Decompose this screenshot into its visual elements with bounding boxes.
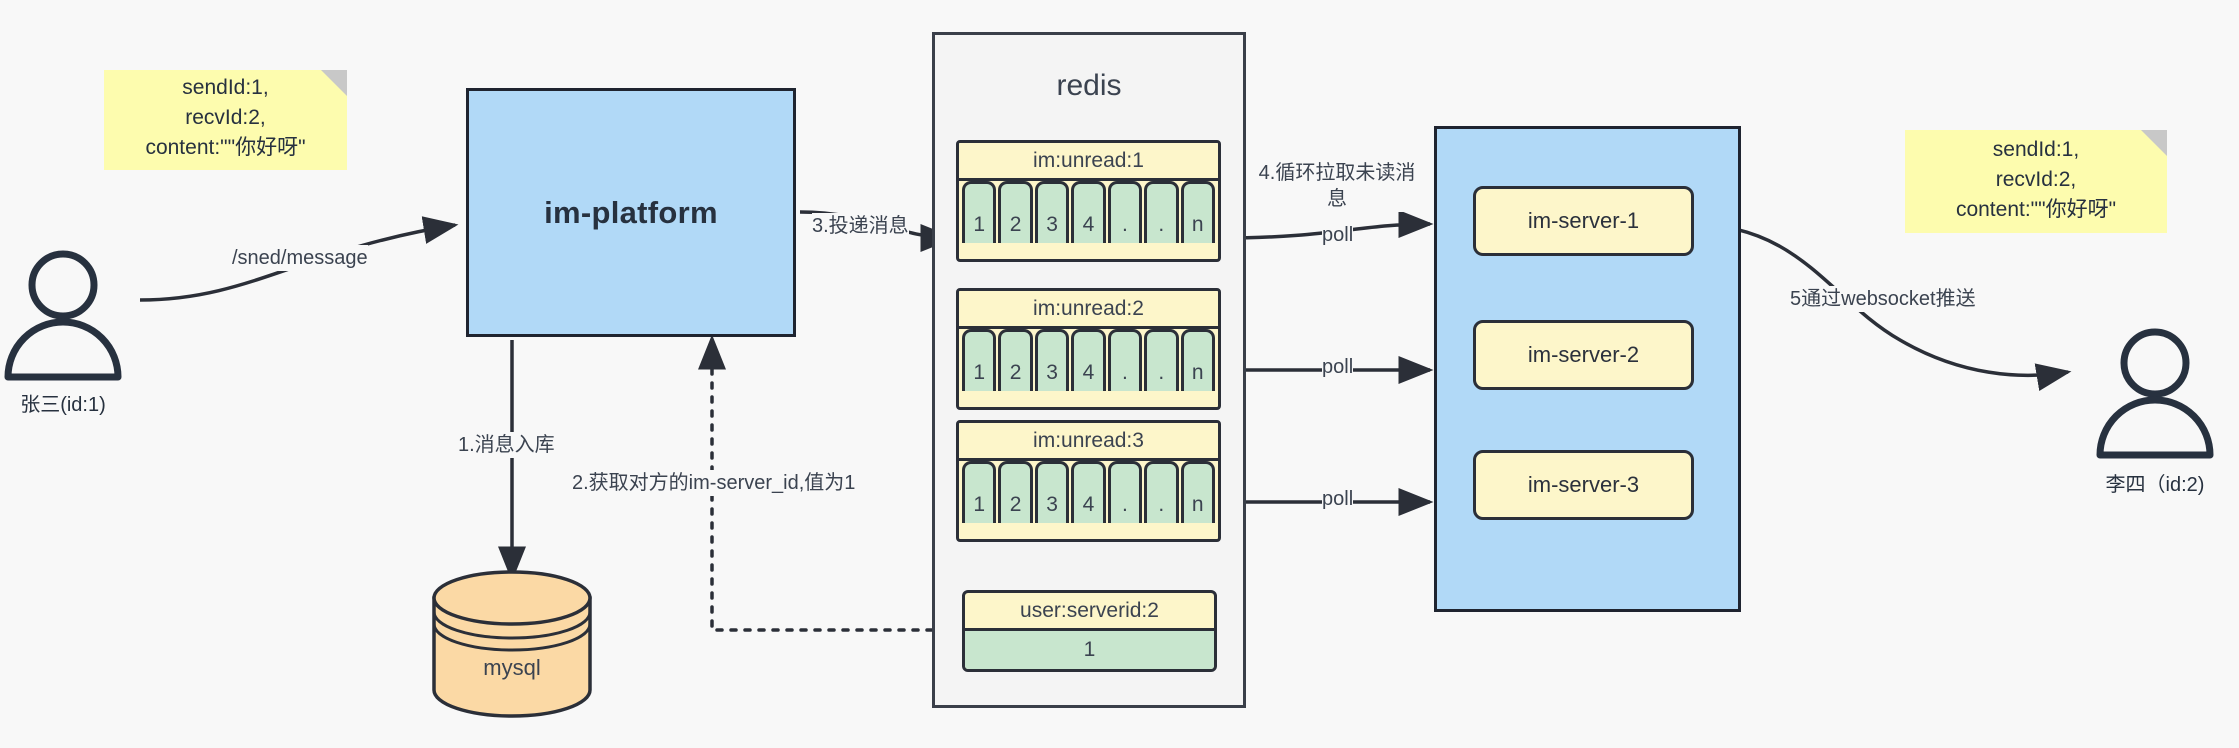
list-cell: 1 [962,461,997,523]
redis-key-group-im-unread-1[interactable]: im:unread:1 1 2 3 4 . . n [956,140,1221,262]
im-server-2-box[interactable]: im-server-2 [1473,320,1694,390]
list-cell: n [1180,181,1215,243]
note-fold-corner-icon [2141,130,2167,156]
list-cell: 3 [1034,181,1070,243]
edge-label-poll-1: poll [1322,222,1354,248]
list-cell: 2 [998,181,1033,243]
edge-label-poll-3: poll [1322,486,1354,512]
redis-key-group-im-unread-2[interactable]: im:unread:2 1 2 3 4 . . n [956,288,1221,410]
list-cell: n [1180,329,1215,391]
list-cell: . [1107,181,1143,243]
database-cylinder-icon [432,570,592,718]
redis-key-name: im:unread:2 [959,291,1218,329]
receiver-avatar-icon [2096,328,2214,459]
im-server-3-label: im-server-3 [1527,472,1640,497]
list-cell: 2 [998,329,1033,391]
sender-avatar-icon [4,250,122,381]
redis-key-name: im:unread:1 [959,143,1218,181]
redis-key-name: im:unread:3 [959,423,1218,461]
note-left-line-1: sendId:1, [182,76,269,99]
note-left-line-2: recvId:2, [185,106,266,129]
redis-key-cells: 1 2 3 4 . . n [959,329,1218,391]
list-cell: 4 [1071,181,1106,243]
redis-key-cells: 1 2 3 4 . . n [959,181,1218,243]
note-right-line-3: content:""你好呀" [1955,197,2117,221]
note-left-message-payload: sendId:1, recvId:2, content:""你好呀" [104,70,347,170]
list-cell: 2 [998,461,1033,523]
sender-label: 张三(id:1) [20,394,106,416]
list-cell: 3 [1034,329,1070,391]
list-cell: n [1180,461,1215,523]
redis-key-cells: 1 2 3 4 . . n [959,461,1218,523]
note-right-line-1: sendId:1, [1992,137,2080,161]
edge-label-poll-2: poll [1322,354,1354,380]
list-cell: 4 [1071,329,1106,391]
im-platform-box[interactable]: im-platform [466,88,796,337]
mysql-label: mysql [483,655,541,680]
note-left-line-3: content:""你好呀" [145,136,306,159]
note-fold-corner-icon [321,70,347,96]
list-cell: 4 [1071,461,1106,523]
redis-key-group-im-unread-3[interactable]: im:unread:3 1 2 3 4 . . n [956,420,1221,542]
redis-title: redis [1056,69,1122,102]
edge-label-step4: 4.循环拉取未读消息 [1253,160,1421,212]
edge-label-step1: 1.消息入库 [458,432,555,458]
list-cell: 3 [1034,461,1070,523]
list-cell: . [1107,461,1143,523]
im-platform-label: im-platform [544,194,718,230]
list-cell: . [1144,461,1179,523]
list-cell: 1 [962,329,997,391]
list-cell: . [1144,181,1179,243]
edge-label-send-message: /sned/message [232,245,368,271]
im-server-2-label: im-server-2 [1527,342,1640,367]
list-cell: . [1107,329,1143,391]
redis-key-user-serverid[interactable]: user:serverid:2 1 [962,590,1217,672]
list-cell: 1 [962,181,997,243]
im-server-3-box[interactable]: im-server-3 [1473,450,1694,520]
note-right-message-payload: sendId:1, recvId:2, content:""你好呀" [1905,130,2167,233]
edge-label-step2: 2.获取对方的im-server_id,值为1 [572,470,856,496]
note-right-line-2: recvId:2, [1995,167,2077,191]
edge-label-step3: 3.投递消息 [812,213,909,239]
redis-kv-name: user:serverid:2 [965,593,1214,631]
redis-kv-value: 1 [965,631,1214,669]
edge-label-step5: 5通过websocket推送 [1790,286,1976,312]
list-cell: . [1144,329,1179,391]
im-server-1-box[interactable]: im-server-1 [1473,186,1694,256]
im-server-1-label: im-server-1 [1527,208,1640,233]
receiver-label: 李四（id:2) [2105,474,2205,496]
